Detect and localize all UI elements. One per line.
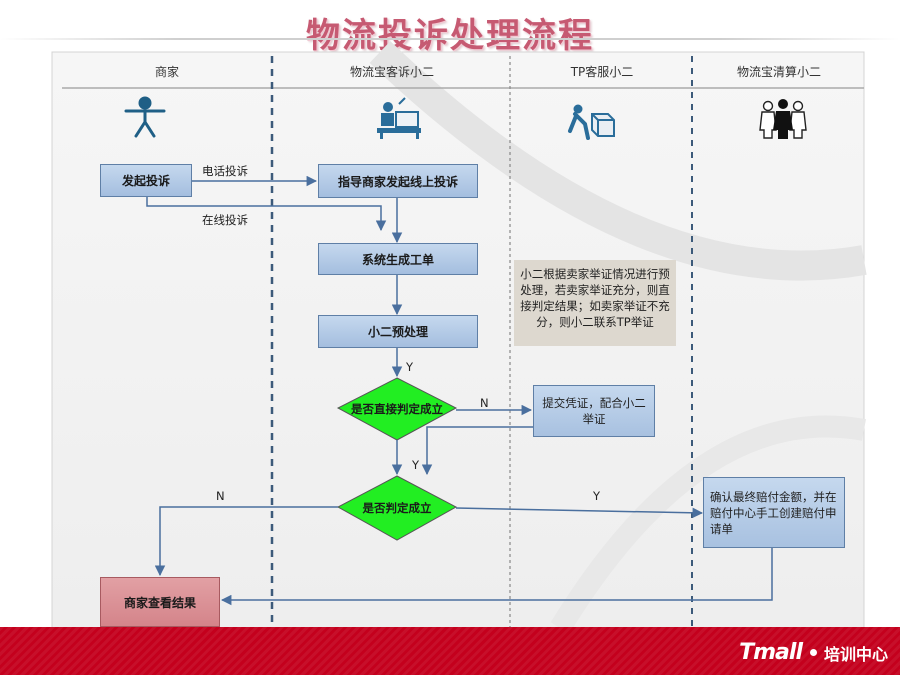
note-preprocess-explanation: 小二根据卖家举证情况进行预处理，若卖家举证充分，则直接判定结果；如卖家举证不充分… xyxy=(514,260,676,346)
decision2-label: 是否判定成立 xyxy=(362,501,432,515)
node-preprocess: 小二预处理 xyxy=(318,315,478,348)
lane-header-tp-service: TP客服小二 xyxy=(570,65,634,79)
label-yes-3: Y xyxy=(593,489,601,503)
group-people-icon xyxy=(759,99,807,139)
person-icon xyxy=(124,96,166,138)
decision1-label: 是否直接判定成立 xyxy=(351,402,443,416)
arrow-online-complaint xyxy=(146,196,387,232)
lane-header-logistics-clearing: 物流宝清算小二 xyxy=(736,65,821,79)
arrow-decision2-yes xyxy=(455,507,704,519)
brand-subtitle: 培训中心 xyxy=(823,644,888,664)
footer-brand: Tmall 培训中心 xyxy=(739,640,888,665)
node-guide-online-complaint: 指导商家发起线上投诉 xyxy=(318,164,478,198)
desk-worker-icon xyxy=(377,97,421,139)
label-online-complaint: 在线投诉 xyxy=(202,213,248,227)
arrow-decision2-no xyxy=(154,506,338,577)
brand-logo: Tmall xyxy=(739,640,803,665)
decision-judgement-valid xyxy=(336,475,458,541)
lane-header-logistics-complaint: 物流宝客诉小二 xyxy=(349,65,434,79)
label-phone-complaint: 电话投诉 xyxy=(202,164,248,178)
panel-swoosh xyxy=(550,415,866,634)
footer-bar xyxy=(0,627,900,675)
page-title: 物流投诉处理流程 xyxy=(306,16,594,56)
brand-dot-icon xyxy=(809,649,817,656)
panel-swoosh xyxy=(369,41,867,281)
label-yes-2: Y xyxy=(412,458,420,472)
lane-header-merchant: 商家 xyxy=(154,65,179,79)
label-yes-1: Y xyxy=(406,360,414,374)
title-divider xyxy=(0,38,900,40)
node-view-result: 商家查看结果 xyxy=(100,577,220,627)
node-confirm-compensation: 确认最终赔付金额，并在赔付中心手工创建赔付申请单 xyxy=(703,477,845,548)
label-no-2: N xyxy=(216,489,225,503)
arrow-confirm-to-result xyxy=(220,548,773,606)
node-submit-evidence: 提交凭证，配合小二举证 xyxy=(533,385,655,437)
box-worker-icon xyxy=(568,104,615,140)
label-no-1: N xyxy=(480,396,489,410)
node-start-complaint: 发起投诉 xyxy=(100,164,192,197)
node-generate-ticket: 系统生成工单 xyxy=(318,243,478,275)
arrow-evidence-back xyxy=(421,426,533,476)
